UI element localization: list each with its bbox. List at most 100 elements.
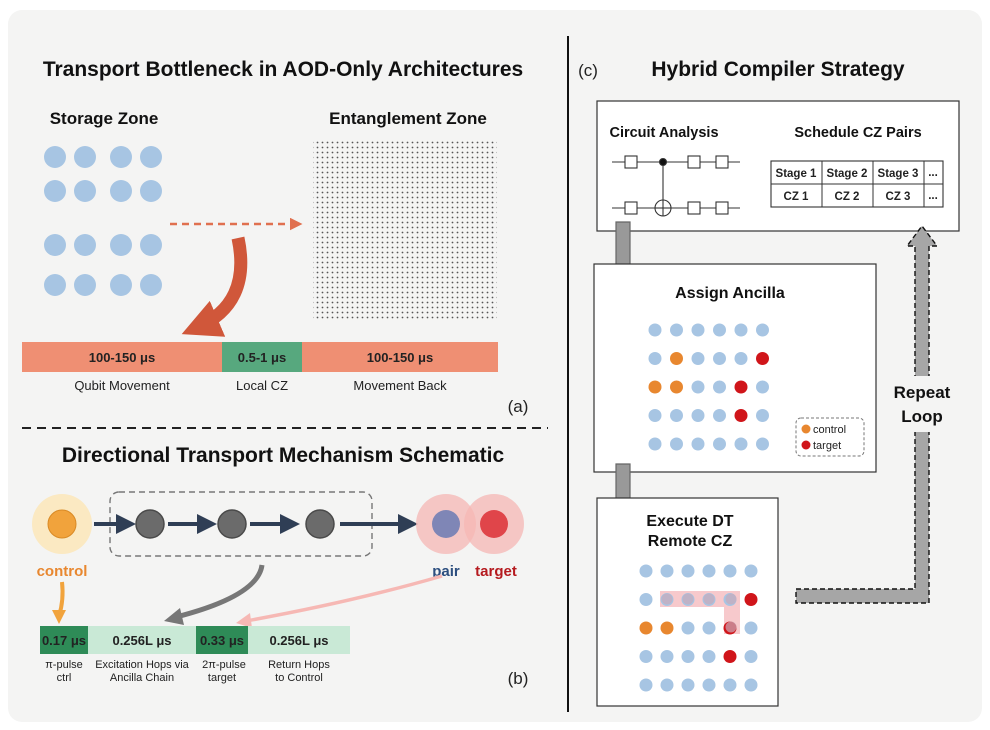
target-pointer-head	[236, 613, 252, 628]
panel-a: Transport Bottleneck in AOD-Only Archite…	[22, 58, 528, 416]
qubit	[681, 621, 695, 635]
bar-local-cz-value: 0.5-1 μs	[238, 350, 286, 365]
chain-pointer-head	[164, 608, 184, 625]
storage-zone-grid	[44, 146, 162, 296]
qubit	[691, 409, 705, 422]
legend-box	[795, 417, 865, 457]
path-ancilla-qubit	[703, 593, 715, 605]
table-header-cell: Stage 3	[878, 168, 919, 180]
qubit	[756, 380, 769, 394]
execute-qubit-grid	[639, 564, 758, 692]
storage-zone-label: Storage Zone	[50, 109, 159, 128]
qubit	[713, 380, 726, 394]
legend-control-label: control	[813, 424, 846, 436]
qubit	[660, 678, 674, 692]
qubit	[713, 323, 726, 337]
qubit	[756, 323, 769, 337]
legend-target-dot	[801, 440, 811, 450]
bar-local-cz	[222, 342, 302, 372]
qubit	[744, 678, 758, 692]
qubit	[702, 564, 716, 578]
qubit	[681, 678, 695, 692]
caption-excitation-line1: Excitation Hops via	[95, 659, 189, 671]
ancilla-qubit-2	[217, 509, 247, 539]
bar-pi-pulse-value: 0.17 μs	[42, 633, 86, 648]
circuit-diagram	[612, 155, 740, 217]
target-qubit	[744, 593, 758, 606]
caption-qubit-movement: Qubit Movement	[74, 378, 170, 393]
move-down-curved-arrow	[181, 236, 248, 337]
control-pointer-head	[52, 610, 66, 624]
schedule-cz-label: Schedule CZ Pairs	[794, 125, 921, 141]
qubit	[756, 437, 769, 451]
bar-2pi-pulse-value: 0.33 μs	[200, 633, 244, 648]
qubit	[639, 678, 653, 692]
entanglement-zone-grid	[313, 140, 497, 320]
storage-qubit	[140, 180, 162, 202]
caption-pi-pulse-line1: π-pulse	[45, 659, 83, 671]
legend-target-label: target	[813, 440, 841, 452]
qubit	[639, 564, 653, 578]
qubit	[691, 323, 705, 337]
storage-qubit	[110, 234, 132, 256]
path-ancilla-qubit	[682, 593, 694, 605]
control-qubit	[639, 621, 653, 635]
repeat-loop-label-line1: Repeat	[894, 383, 951, 402]
storage-qubit	[74, 180, 96, 202]
qubit	[723, 678, 737, 692]
storage-qubit	[74, 274, 96, 296]
panel-c: (c) Hybrid Compiler Strategy Circuit Ana…	[578, 58, 966, 707]
qubit	[648, 437, 662, 451]
qubit	[713, 437, 726, 451]
storage-qubit	[44, 274, 66, 296]
bar-qubit-movement-value: 100-150 μs	[89, 350, 156, 365]
panel-c-tag: (c)	[578, 61, 598, 80]
caption-movement-back: Movement Back	[353, 378, 447, 393]
target-qubit	[734, 380, 748, 394]
control-label: control	[37, 563, 88, 580]
path-ancilla-qubit	[661, 593, 673, 605]
qubit	[639, 650, 653, 663]
storage-qubit	[44, 180, 66, 202]
table-header-cell: Stage 1	[776, 168, 818, 180]
table-cell: CZ 1	[784, 191, 810, 203]
control-qubit	[670, 352, 683, 365]
target-qubit	[756, 352, 769, 365]
bar-pi-pulse	[40, 626, 88, 654]
panel-b-tag: (b)	[508, 669, 529, 688]
qubit	[691, 437, 705, 451]
target-qubit	[723, 650, 737, 663]
qubit	[639, 593, 653, 606]
storage-qubit	[110, 274, 132, 296]
qubit	[670, 437, 683, 451]
bar-qubit-movement	[22, 342, 222, 372]
bar-movement-back	[302, 342, 498, 372]
qubit	[691, 380, 705, 394]
qubit	[648, 352, 662, 365]
target-qubit	[480, 510, 508, 538]
qubit	[681, 564, 695, 578]
caption-return-line2: to Control	[275, 672, 323, 684]
qubit	[734, 437, 748, 451]
table-header-cell: ...	[928, 167, 938, 179]
bar-2pi-pulse	[196, 626, 248, 654]
qubit	[670, 323, 683, 337]
target-qubit	[734, 409, 748, 422]
circuit-analysis-label: Circuit Analysis	[609, 125, 718, 141]
caption-excitation-line2: Ancilla Chain	[110, 672, 174, 684]
caption-return-line1: Return Hops	[268, 659, 330, 671]
qubit	[648, 323, 662, 337]
storage-qubit	[140, 234, 162, 256]
storage-qubit	[110, 146, 132, 168]
storage-qubit	[110, 180, 132, 202]
qubit	[713, 409, 726, 422]
bar-return-hops-value: 0.256L μs	[269, 633, 328, 648]
caption-pi-pulse-line2: ctrl	[57, 672, 72, 684]
execute-dt-label-line2: Remote CZ	[648, 533, 733, 550]
assign-ancilla-label: Assign Ancilla	[675, 285, 785, 302]
table-cell: ...	[928, 190, 938, 202]
qubit	[702, 621, 716, 635]
panel-a-tag: (a)	[508, 397, 529, 416]
panel-b-title: Directional Transport Mechanism Schemati…	[62, 444, 505, 467]
